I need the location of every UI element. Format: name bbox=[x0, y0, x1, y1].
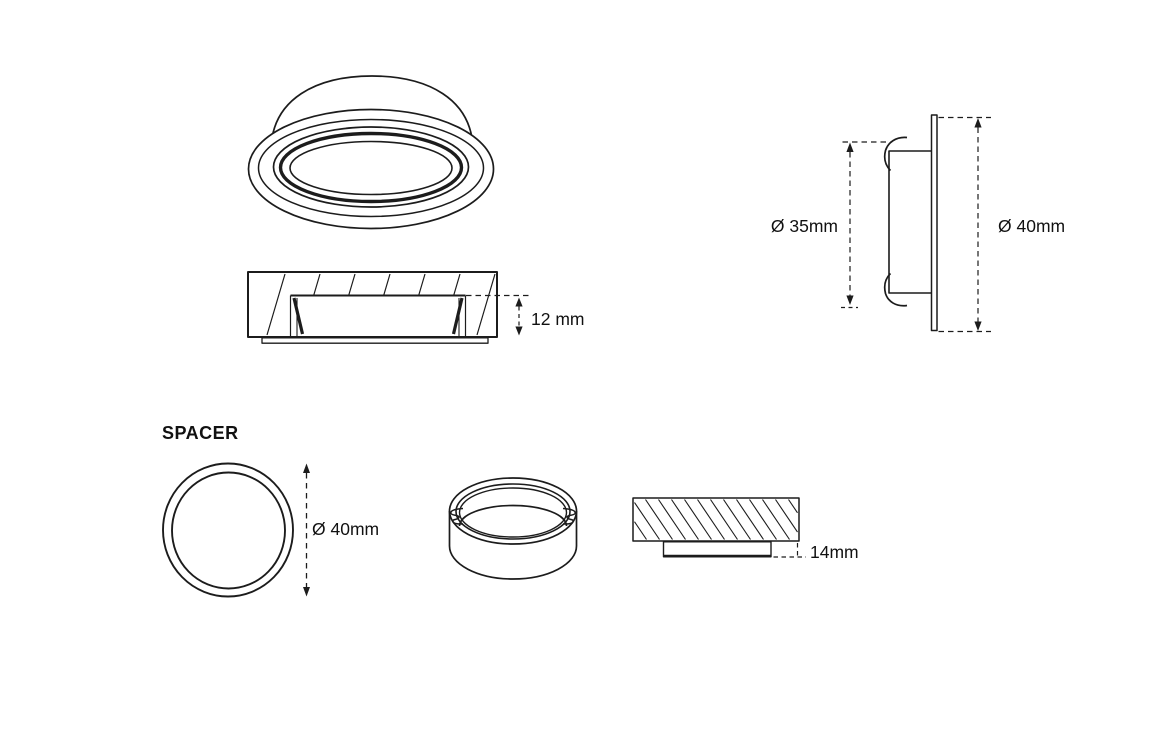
spacer-d40-arrow-up bbox=[303, 463, 310, 473]
hatch-line bbox=[658, 499, 686, 540]
dimension-spacer-height: 14mm bbox=[810, 542, 859, 562]
light-flange-strip bbox=[261, 337, 489, 344]
flange-side-profile bbox=[930, 114, 938, 332]
recess-cavity bbox=[290, 295, 466, 336]
view-spacer-front bbox=[162, 462, 310, 598]
light-rim-left bbox=[292, 297, 305, 335]
hatch-line bbox=[697, 499, 725, 540]
depth-arrow-down bbox=[515, 326, 523, 336]
spring-clip-top bbox=[883, 136, 908, 172]
spacer-snap-notch-left bbox=[450, 507, 464, 525]
spacer-top-rim-inner1 bbox=[455, 483, 571, 540]
light-bezel-inner-edge bbox=[272, 126, 470, 208]
d35-arrow-down bbox=[846, 295, 854, 305]
light-trim-ring bbox=[278, 131, 464, 204]
hatch-line bbox=[775, 499, 798, 533]
spacer-outer-circle bbox=[162, 462, 294, 598]
spacer-profile-under-panel bbox=[662, 541, 772, 558]
hatch-line bbox=[645, 499, 673, 540]
hatch-line bbox=[684, 499, 712, 540]
hatch-line bbox=[476, 273, 496, 336]
dimension-flange-diameter: Ø 40mm bbox=[998, 216, 1066, 236]
hatch-line bbox=[762, 499, 790, 540]
hatch-line bbox=[723, 499, 751, 540]
hatch-line bbox=[634, 502, 660, 540]
spacer-top-rim-outer bbox=[448, 477, 578, 545]
view-spacer-section bbox=[632, 497, 806, 558]
spacer-section-title: SPACER bbox=[162, 423, 239, 443]
light-lens bbox=[289, 140, 453, 196]
spring-clip-bottom bbox=[883, 272, 908, 307]
hatch-line bbox=[266, 273, 286, 336]
spacer-hole-far-edge bbox=[458, 504, 568, 527]
d40-arrow-down bbox=[974, 321, 982, 331]
hatch-line bbox=[736, 499, 764, 540]
depth-arrow-up bbox=[515, 297, 523, 307]
view-light-perspective bbox=[247, 75, 495, 230]
d40-arrow-up bbox=[974, 118, 982, 128]
view-light-side bbox=[841, 114, 991, 333]
hatch-line bbox=[710, 499, 738, 540]
hatch-line bbox=[749, 499, 777, 540]
spacer-panel-section bbox=[632, 497, 800, 542]
hatch-line bbox=[788, 499, 798, 514]
spacer-d40-arrow-down bbox=[303, 587, 310, 597]
spacer-top-rim-inner2 bbox=[458, 487, 568, 538]
view-section-recess bbox=[247, 271, 529, 344]
spacer-snap-notch-right bbox=[562, 507, 576, 525]
body-side-profile bbox=[888, 150, 932, 294]
dimension-body-diameter: Ø 35mm bbox=[770, 216, 838, 236]
hatch-line bbox=[634, 521, 647, 540]
dimension-recess-depth: 12 mm bbox=[531, 309, 585, 329]
light-bezel-step bbox=[257, 118, 485, 218]
d35-arrow-up bbox=[846, 142, 854, 152]
spacer-inner-circle bbox=[171, 471, 286, 590]
view-spacer-perspective bbox=[448, 477, 578, 580]
hatch-line bbox=[671, 499, 699, 540]
dimension-spacer-diameter: Ø 40mm bbox=[312, 519, 380, 539]
spacer-panel-hatching bbox=[634, 499, 798, 540]
light-rim-right bbox=[451, 297, 464, 335]
